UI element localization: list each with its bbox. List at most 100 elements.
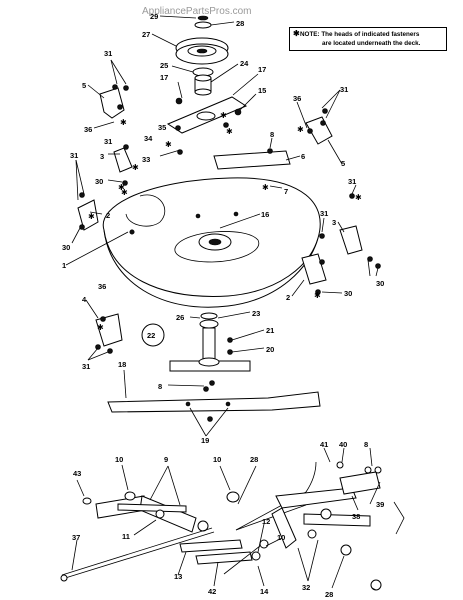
svg-text:✱: ✱ [132, 163, 139, 172]
callout-26: 26 [176, 313, 184, 322]
callout-11: 11 [122, 532, 130, 541]
asterisk-marks: ✱ ✱ ✱ ✱ ✱ ✱ ✱ ✱ ✱ ✱ ✱ ✱ ✱ [88, 111, 362, 332]
svg-text:✱: ✱ [297, 125, 304, 134]
callout-14: 14 [260, 587, 269, 596]
callout-37: 37 [72, 533, 80, 542]
callout-8: 8 [270, 130, 274, 139]
bracket-2-right [301, 253, 327, 285]
spacer-24 [194, 74, 212, 96]
callout-25: 25 [160, 61, 168, 70]
asterisk-icon: ✱ [293, 29, 300, 38]
note-box: ✱ NOTE: The heads of indicated fasteners… [289, 27, 447, 51]
callout-31: 31 [70, 151, 78, 160]
lift-linkage [60, 491, 307, 582]
watermark: AppliancePartsPros.com [142, 6, 252, 17]
bracket-3-left [113, 147, 133, 173]
callout-36: 36 [293, 94, 301, 103]
callout-6: 6 [301, 152, 305, 161]
plate-6 [213, 150, 291, 170]
callout-35: 35 [158, 123, 166, 132]
svg-text:✱: ✱ [118, 183, 125, 192]
callout-19: 19 [201, 436, 209, 445]
callout-10: 10 [277, 533, 285, 542]
callout-17: 17 [160, 73, 168, 82]
callout-2: 2 [286, 293, 290, 302]
callout-labels: 1 2 2 3 3 4 5 5 6 7 8 8 8 9 10 10 10 11 … [62, 12, 384, 599]
callout-17: 17 [258, 65, 266, 74]
washer-28 [194, 21, 212, 29]
callout-20: 20 [266, 345, 274, 354]
callout-10: 10 [115, 455, 123, 464]
callout-31: 31 [348, 177, 356, 186]
callout-41: 41 [320, 440, 328, 449]
svg-text:✱: ✱ [262, 183, 269, 192]
svg-text:✱: ✱ [97, 323, 104, 332]
right-linkage [271, 461, 405, 591]
spindle-assembly [169, 312, 251, 392]
callout-43: 43 [73, 469, 81, 478]
callout-27: 27 [142, 30, 150, 39]
callout-7: 7 [284, 187, 288, 196]
leader-lines [65, 15, 381, 591]
callout-30: 30 [344, 289, 352, 298]
callout-8: 8 [364, 440, 368, 449]
callout-31: 31 [340, 85, 348, 94]
note-line-2: are located underneath the deck. [322, 39, 421, 47]
svg-text:✱: ✱ [88, 212, 95, 221]
svg-text:✱: ✱ [121, 188, 128, 197]
callout-3: 3 [332, 218, 336, 227]
callout-28: 28 [236, 19, 244, 28]
callout-42: 42 [208, 587, 216, 596]
callout-21: 21 [266, 326, 274, 335]
callout-12: 12 [262, 517, 270, 526]
callout-18: 18 [118, 360, 126, 369]
callout-3: 3 [100, 152, 104, 161]
callout-40: 40 [339, 440, 347, 449]
svg-text:✱: ✱ [165, 140, 172, 149]
callout-24: 24 [240, 59, 249, 68]
bracket-2-left [77, 199, 99, 231]
callout-10: 10 [213, 455, 221, 464]
deck-housing-1 [102, 177, 321, 308]
callout-1: 1 [62, 261, 66, 270]
callout-8: 8 [158, 382, 162, 391]
svg-text:✱: ✱ [314, 291, 321, 300]
callout-29: 29 [150, 12, 158, 21]
callout-15: 15 [258, 86, 266, 95]
nut-29 [197, 15, 209, 21]
callout-22: 22 [147, 331, 155, 340]
svg-text:✱: ✱ [226, 127, 233, 136]
callout-31: 31 [320, 209, 328, 218]
note-line-1: NOTE: The heads of indicated fasteners [300, 31, 420, 38]
bracket-5-left [99, 87, 125, 119]
svg-text:✱: ✱ [355, 193, 362, 202]
callout-4: 4 [82, 295, 87, 304]
svg-text:✱: ✱ [220, 111, 227, 120]
bracket-3-right [339, 225, 363, 255]
callout-31: 31 [82, 362, 90, 371]
callout-39: 39 [376, 500, 384, 509]
callout-31: 31 [104, 137, 112, 146]
callout-9: 9 [164, 455, 168, 464]
callout-36: 36 [98, 282, 106, 291]
callout-5: 5 [341, 159, 345, 168]
callout-31: 31 [104, 49, 112, 58]
svg-text:✱: ✱ [120, 118, 127, 127]
callout-30: 30 [376, 279, 384, 288]
callout-16: 16 [261, 210, 269, 219]
callout-28: 28 [325, 590, 333, 599]
callout-32: 32 [302, 583, 310, 592]
callout-30: 30 [95, 177, 103, 186]
callout-38: 38 [352, 512, 360, 521]
pulley-27 [175, 37, 229, 65]
callout-13: 13 [174, 572, 182, 581]
callout-34: 34 [144, 134, 153, 143]
callout-23: 23 [252, 309, 260, 318]
blade-18 [107, 391, 321, 413]
callout-30: 30 [62, 243, 70, 252]
callout-22-circle [141, 323, 165, 347]
callout-2: 2 [106, 211, 110, 220]
bracket-4 [95, 313, 123, 347]
